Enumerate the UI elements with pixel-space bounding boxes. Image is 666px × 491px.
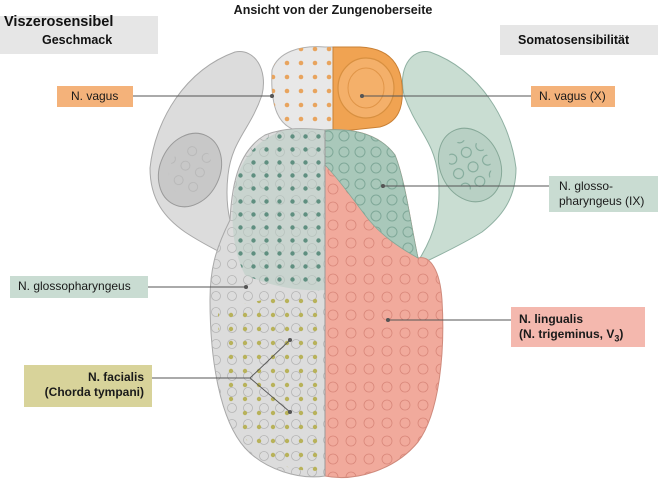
label-n-vagus-right: N. vagus (X) <box>531 86 615 107</box>
label-n-vagus-left: N. vagus <box>57 86 133 107</box>
label-n-facialis: N. facialis (Chorda tympani) <box>24 365 152 407</box>
label-n-glossopharyngeus-left: N. glossopharyngeus <box>10 276 148 298</box>
page-title: Ansicht von der Zungenoberseite <box>233 3 433 17</box>
label-n-glossopharyngeus-right: N. glosso- pharyngeus (IX) <box>549 176 658 212</box>
label-lingualis-line1: N. lingualis <box>519 312 584 326</box>
header-right-label: Somatosensibilität <box>518 33 630 47</box>
label-glosso-right-line1: N. glosso- <box>559 179 614 193</box>
label-facialis-line1: N. facialis <box>87 370 144 384</box>
header-left-line1: Viszerosensibel <box>4 14 114 30</box>
header-left-panel: Viszerosensibel Geschmack <box>0 14 158 54</box>
label-lingualis-line2: (N. trigeminus, V3) <box>519 327 624 344</box>
label-n-lingualis: N. lingualis (N. trigeminus, V3) <box>511 307 645 347</box>
header-left-line2: Geschmack <box>42 33 113 47</box>
header-right-panel: Somatosensibilität <box>500 25 658 55</box>
label-facialis-line2: (Chorda tympani) <box>44 385 144 399</box>
label-glosso-right-line2: pharyngeus (IX) <box>559 194 645 208</box>
